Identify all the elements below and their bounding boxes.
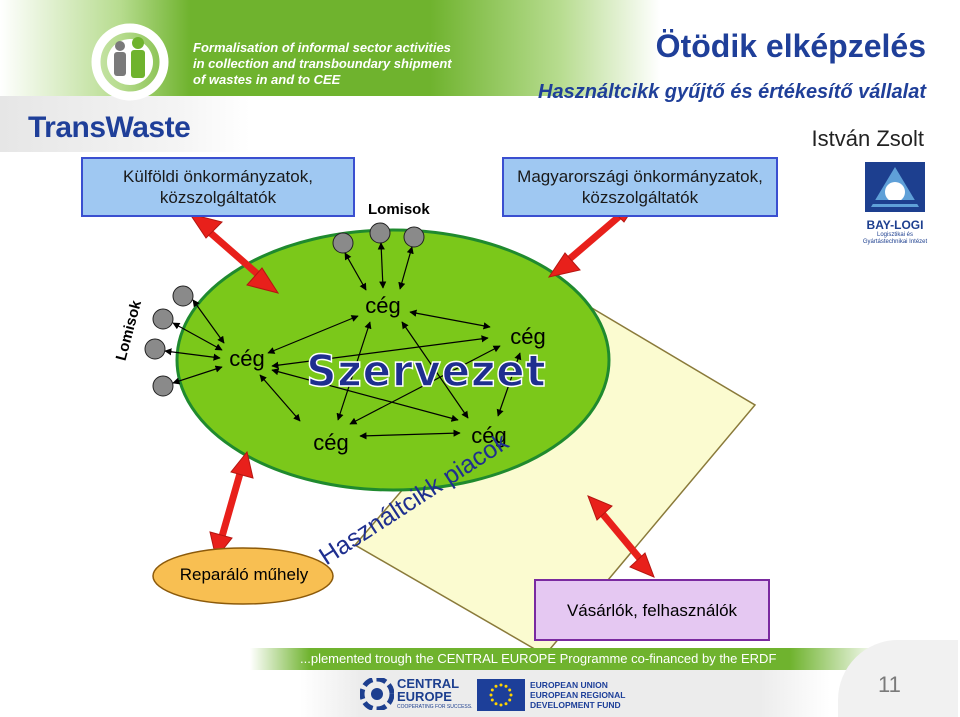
lomis-left-node (152, 308, 174, 330)
eu-line: DEVELOPMENT FUND (530, 700, 621, 710)
hungarian-line: Magyarországi önkormányzatok, (517, 167, 763, 186)
ce-logo-line: CENTRAL (397, 676, 460, 691)
project-description: Formalisation of informal sector activit… (193, 40, 452, 88)
eu-line: EUROPEAN UNION (530, 680, 608, 690)
eu-fund-text: EUROPEAN UNION EUROPEAN REGIONAL DEVELOP… (530, 680, 625, 710)
lomis-top-node (369, 222, 391, 244)
central-europe-logo: CENTRAL EUROPE COOPERATING FOR SUCCESS. (360, 676, 473, 712)
company-label: cég (471, 423, 507, 448)
bay-logi-name: BAY-LOGI (866, 218, 924, 232)
lomis-left-node (172, 285, 194, 307)
company-link (409, 309, 491, 330)
foreign-line: közszolgáltatók (159, 188, 277, 207)
company-link (349, 345, 501, 425)
arrowhead-icon (547, 252, 581, 278)
arrowhead-icon (587, 495, 613, 521)
arrowhead-icon (230, 450, 254, 479)
company-label: cég (313, 430, 349, 455)
author-name: István Zsolt (811, 126, 924, 151)
organization-label: Szervezet (306, 345, 547, 398)
eu-line: EUROPEAN REGIONAL (530, 690, 626, 700)
transwaste-logo-icon (91, 23, 169, 101)
project-line: in collection and transboundary shipment (193, 56, 452, 71)
header-gray-band (0, 96, 250, 152)
lomis-link (344, 252, 367, 291)
foreign-municipalities-box: Külföldi önkormányzatok, közszolgáltatók (81, 157, 355, 217)
eu-flag-icon (477, 679, 525, 711)
repair-workshop-ellipse (152, 547, 334, 605)
slide-title: Ötödik elképzelés (655, 28, 926, 64)
ce-tagline: COOPERATING FOR SUCCESS. (397, 704, 473, 710)
lomis-link (164, 348, 221, 361)
lomis-link (398, 246, 414, 290)
lomis-left-node (144, 338, 166, 360)
project-line: of wastes in and to CEE (193, 72, 341, 87)
footer-green-band (250, 648, 880, 670)
bay-logi-logo: BAY-LOGI Logisztikai és Gyártástechnikai… (862, 162, 928, 248)
footer-text: ...plemented trough the CENTRAL EUROPE P… (300, 651, 777, 666)
company-label: cég (229, 346, 265, 371)
lomis-left-node (152, 375, 174, 397)
arrowhead-icon (246, 267, 280, 294)
lomisok-top-label: Lomisok (368, 201, 430, 218)
bay-logi-caption: Logisztikai és (876, 232, 914, 238)
foreign-line: Külföldi önkormányzatok, (123, 167, 313, 186)
flow-arrow-repair (217, 469, 245, 541)
buyers-label: Vásárlók, felhasználók (566, 601, 738, 620)
lomis-top-node (403, 226, 425, 248)
arrowhead-icon (188, 213, 223, 239)
company-link (359, 429, 461, 440)
hungarian-line: közszolgáltatók (581, 188, 699, 207)
company-link (496, 352, 522, 417)
flow-arrow-foreign (203, 226, 265, 281)
header-green-band (0, 0, 660, 96)
page-number: 11 (878, 672, 901, 697)
buyers-box: Vásárlók, felhasználók (534, 579, 770, 641)
ce-logo-line: EUROPE (397, 689, 452, 704)
lomis-link (377, 242, 387, 289)
footer-gray-band (300, 670, 830, 717)
lomis-top-node (332, 232, 354, 254)
company-label: cég (510, 324, 546, 349)
arrowhead-icon (629, 552, 655, 578)
bay-logi-emblem-icon (865, 162, 925, 212)
slide-subtitle: Használtcikk gyűjtő és értékesítő vállal… (538, 81, 926, 103)
lomis-link (172, 322, 223, 351)
transwaste-logo-text: TransWaste (28, 111, 191, 144)
company-label: cég (365, 293, 401, 318)
flow-arrow-buyers (598, 509, 644, 563)
lomis-link (172, 365, 223, 385)
project-line: Formalisation of informal sector activit… (193, 40, 451, 55)
central-europe-emblem-icon (360, 678, 394, 710)
flow-arrow-hungarian (563, 211, 625, 265)
hungarian-municipalities-box: Magyarországi önkormányzatok, közszolgál… (502, 157, 778, 217)
repair-workshop-label: Reparáló műhely (179, 565, 309, 584)
bay-logi-caption: Gyártástechnikai Intézet (862, 239, 928, 245)
